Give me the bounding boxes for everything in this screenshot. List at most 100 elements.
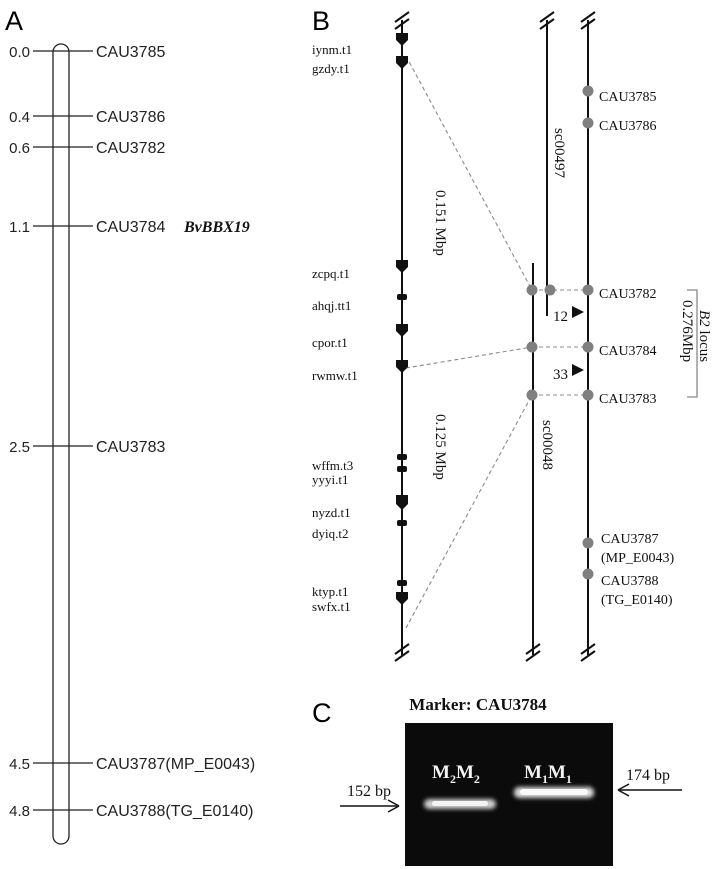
physical-marker-labels: CAU3785 CAU3786 CAU3782 CAU3784 CAU3783 … — [599, 90, 674, 608]
gene-label: rwmw.t1 — [312, 368, 358, 383]
map-marker-name: CAU3783 — [96, 439, 165, 456]
map-marker-name: CAU3786 — [96, 109, 165, 126]
gene-labels: iynm.t1 gzdy.t1 zcpq.t1 ahqj.tt1 cpor.t1… — [312, 42, 358, 614]
recombinant-arrow — [572, 364, 584, 376]
marker-label: CAU3782 — [599, 287, 657, 302]
gene-label: ahqj.tt1 — [312, 298, 351, 313]
axis-break — [394, 11, 410, 662]
marker-label: CAU3783 — [599, 392, 657, 407]
map-marker-cau3782: 0.6 CAU3782 — [9, 140, 165, 157]
panel-a-label: A — [5, 6, 23, 36]
size-arrow-head — [387, 799, 400, 813]
gene-label: iynm.t1 — [312, 42, 352, 57]
gene-glyph — [396, 260, 408, 273]
gel-lane-2: M1M1 — [514, 762, 594, 798]
marker-label: CAU3784 — [599, 344, 657, 359]
candidate-gene-label: BvBBX19 — [183, 219, 250, 236]
marker-label: CAU3787 — [601, 532, 659, 547]
linkage-map-markers: 0.0 CAU3785 0.4 CAU3786 0.6 CAU3782 1.1 … — [9, 44, 255, 820]
map-marker-name: CAU3788(TG_E0140) — [96, 803, 253, 820]
map-marker-cau3785: 0.0 CAU3785 — [9, 44, 165, 61]
map-position: 4.5 — [9, 756, 30, 773]
recombinant-count: 12 — [553, 309, 568, 325]
marker-dot — [582, 389, 594, 401]
map-marker-cau3786: 0.4 CAU3786 — [9, 109, 165, 126]
lane-label: M2M2 — [432, 762, 480, 786]
gene-glyph — [396, 33, 408, 46]
locus-size: 0.276Mbp — [679, 300, 695, 362]
size-arrow-head — [617, 783, 630, 797]
gene-label: ktyp.t1 — [312, 584, 348, 599]
gel-lane-1: M2M2 — [424, 762, 496, 809]
gene-label: yyyi.t1 — [312, 472, 348, 487]
marker-label: CAU3786 — [599, 119, 657, 134]
map-position: 4.8 — [9, 803, 30, 820]
scaffold-sc00497: sc00497 — [539, 11, 567, 316]
axis-break — [525, 643, 541, 662]
gene-label: zcpq.t1 — [312, 266, 350, 281]
map-position: 0.6 — [9, 140, 30, 157]
map-marker-cau3784: 1.1 CAU3784 BvBBX19 — [9, 219, 250, 236]
map-position: 1.1 — [9, 219, 30, 236]
gene-glyph — [397, 294, 407, 300]
scaffold-label: sc00048 — [539, 420, 555, 470]
marker-dot — [526, 341, 538, 353]
linkage-map-chromosome — [52, 43, 70, 845]
interval-size-bottom: 0.125 Mbp — [432, 414, 448, 480]
gene-glyphs — [396, 33, 408, 605]
marker-label: CAU3785 — [599, 90, 657, 105]
gene-glyph — [396, 495, 408, 510]
gene-label: gzdy.t1 — [312, 61, 350, 76]
size-marker-left: 152 bp — [340, 783, 400, 813]
scaffold-label: sc00497 — [551, 128, 567, 178]
marker-dots — [526, 85, 594, 580]
map-marker-cau3783: 2.5 CAU3783 — [9, 439, 165, 456]
scaffold-sc00048: sc00048 — [525, 263, 555, 662]
map-marker-name: CAU3785 — [96, 44, 165, 61]
gene-glyph — [397, 466, 407, 472]
marker-alias: (MP_E0043) — [601, 551, 674, 566]
gene-label: cpor.t1 — [312, 335, 348, 350]
map-position: 2.5 — [9, 439, 30, 456]
gene-glyph — [396, 324, 408, 337]
size-label: 152 bp — [347, 783, 391, 800]
marker-label: CAU3788 — [601, 574, 659, 589]
gene-glyph — [397, 580, 407, 586]
connector — [405, 55, 533, 291]
gene-label: dyiq.t2 — [312, 526, 348, 541]
size-marker-right: 174 bp — [617, 767, 682, 797]
marker-alias: (TG_E0140) — [601, 593, 673, 608]
map-marker-cau3788: 4.8 CAU3788(TG_E0140) — [9, 803, 253, 820]
axis-break — [580, 11, 596, 662]
bracket-line — [687, 289, 698, 398]
recombinant-counts: 12 33 — [553, 306, 584, 383]
gene-track: iynm.t1 gzdy.t1 zcpq.t1 ahqj.tt1 cpor.t1… — [312, 11, 448, 662]
connector — [405, 346, 533, 369]
panel-c-label: C — [312, 698, 332, 728]
gene-glyph — [396, 592, 408, 605]
marker-dot — [582, 284, 594, 296]
map-position: 0.4 — [9, 109, 30, 126]
gene-label: swfx.t1 — [312, 599, 351, 614]
gene-glyph — [397, 454, 407, 460]
gel-band-core — [432, 801, 488, 806]
gene-glyph — [397, 520, 407, 526]
gene-glyph — [396, 360, 408, 373]
marker-dot — [544, 284, 556, 296]
gene-label: nyzd.t1 — [312, 505, 351, 520]
gel-band-core — [520, 789, 588, 795]
interval-size-top: 0.151 Mbp — [432, 190, 448, 256]
lane-label: M1M1 — [524, 762, 572, 786]
map-marker-name: CAU3787(MP_E0043) — [96, 756, 255, 773]
marker-dot — [582, 85, 594, 97]
map-marker-name: CAU3784 — [96, 219, 165, 236]
map-position: 0.0 — [9, 44, 30, 61]
panel-b-label: B — [312, 6, 330, 36]
marker-dot — [526, 284, 538, 296]
locus-label: B2 locus — [696, 310, 712, 362]
gene-glyph — [396, 56, 408, 69]
axis-break — [539, 11, 555, 30]
recombinant-count: 33 — [553, 367, 568, 383]
map-marker-name: CAU3782 — [96, 140, 165, 157]
